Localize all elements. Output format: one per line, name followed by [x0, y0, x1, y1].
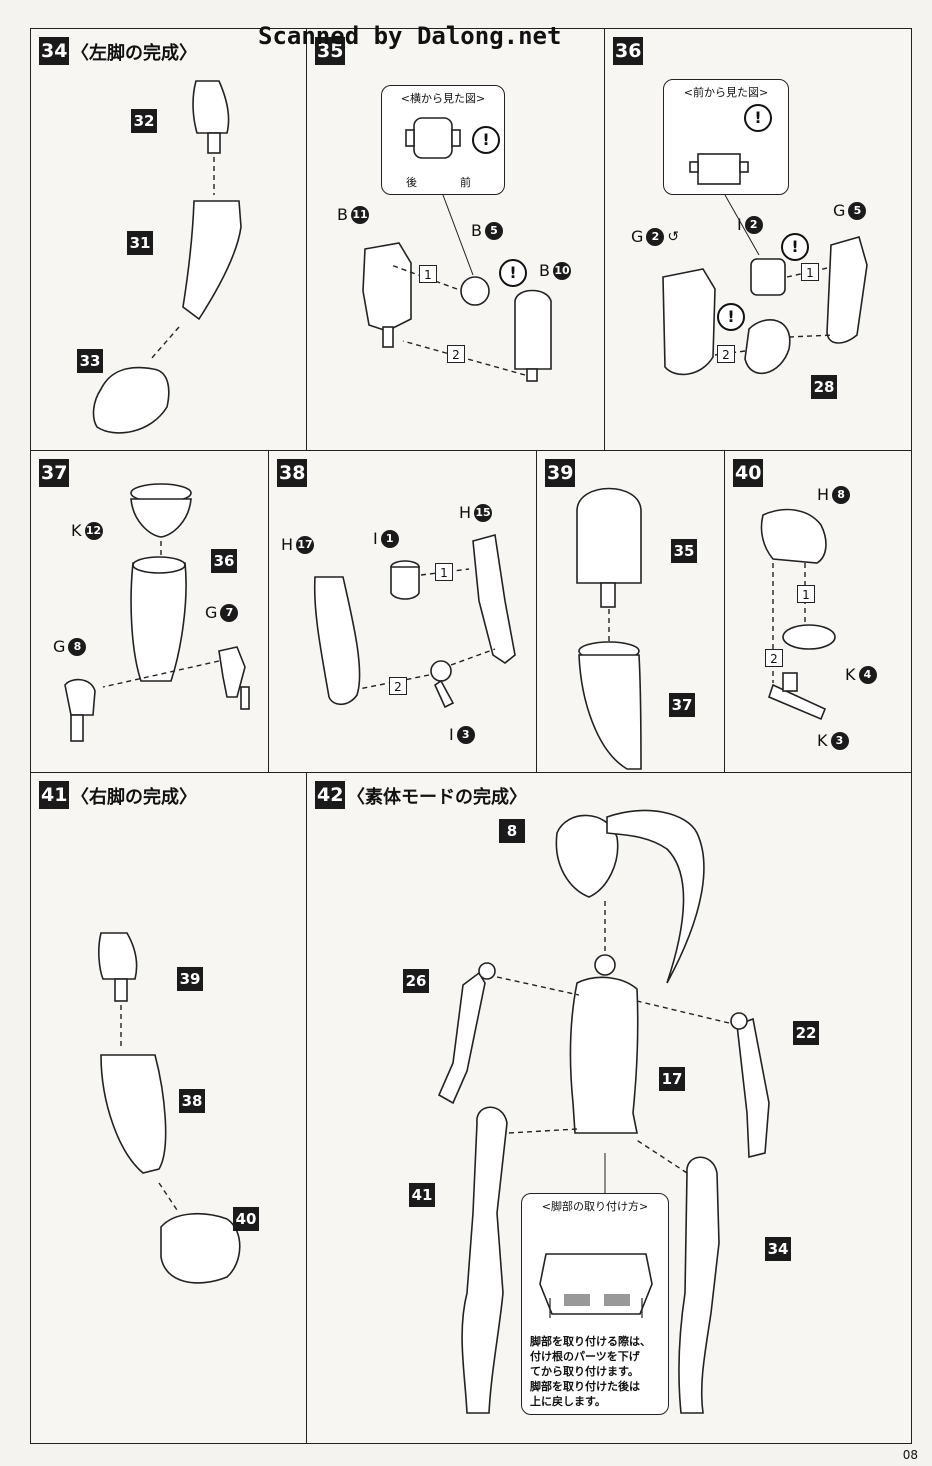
inset-diagram [539, 1253, 653, 1318]
inset-title: <前から見た図> [683, 86, 769, 99]
part-tag-17: 17 [659, 1067, 685, 1091]
step-42-panel: 42 〈素体モードの完成〉 8 26 22 17 41 34 <脚部の取り付け方… [306, 772, 912, 1444]
step-34-title: 〈左脚の完成〉 [71, 43, 197, 64]
part-tag-26: 26 [403, 969, 429, 993]
sequence-1: 1 [419, 265, 437, 283]
part-tag-33: 33 [77, 349, 103, 373]
cement-icon: ↺ [667, 228, 680, 245]
step-34-diagram [92, 80, 242, 434]
part-tag-41: 41 [409, 1183, 435, 1207]
step-42-title: 〈素体モードの完成〉 [347, 787, 527, 808]
step-39-diagram [576, 487, 642, 770]
sequence-2: 2 [389, 677, 407, 695]
step-35-number: 35 [315, 37, 346, 65]
side-view-inset: <横から見た図> ! 後 前 [381, 85, 505, 195]
step-40-number: 40 [733, 459, 764, 487]
step-36-diagram [662, 194, 868, 376]
step-42-diagram [437, 809, 770, 1414]
part-tag-22: 22 [793, 1021, 819, 1045]
page-number: 08 [902, 1448, 918, 1462]
step-34-number: 34 [39, 37, 70, 65]
sequence-1: 1 [435, 563, 453, 581]
sequence-1: 1 [801, 263, 819, 281]
step-38-number: 38 [277, 459, 308, 487]
step-41-diagram [98, 932, 241, 1284]
step-41-panel: 41 〈右脚の完成〉 39 38 40 [30, 772, 308, 1444]
caution-icon: ! [472, 126, 500, 154]
caution-icon: ! [744, 104, 772, 132]
inset-title: <横から見た図> [400, 92, 486, 105]
leg-attachment-inset: <脚部の取り付け方> 脚部を取り付ける際は、 付け根のパーツを下げ てから取り付… [521, 1193, 669, 1415]
sequence-2: 2 [717, 345, 735, 363]
step-39-panel: 39 35 37 [536, 450, 726, 774]
step-34-panel: 34 〈左脚の完成〉 32 31 33 [30, 28, 308, 452]
inset-front-label: 前 [460, 176, 471, 189]
part-tag-31: 31 [127, 231, 153, 255]
part-tag-40: 40 [233, 1207, 259, 1231]
sequence-2: 2 [447, 345, 465, 363]
step-37-diagram [64, 483, 250, 742]
step-38-diagram [313, 533, 516, 709]
part-tag-37: 37 [669, 693, 695, 717]
caution-icon: ! [499, 259, 527, 287]
step-37-number: 37 [39, 459, 70, 487]
part-tag-8: 8 [499, 819, 525, 843]
part-tag-39: 39 [177, 967, 203, 991]
step-39-number: 39 [545, 459, 576, 487]
step-36-number: 36 [613, 37, 644, 65]
part-tag-34: 34 [765, 1237, 791, 1261]
step-35-diagram [362, 194, 552, 382]
step-42-number: 42 [315, 781, 346, 809]
part-tag-35: 35 [671, 539, 697, 563]
part-tag-32: 32 [131, 109, 157, 133]
sequence-2: 2 [765, 649, 783, 667]
part-tag-28: 28 [811, 375, 837, 399]
inset-back-label: 後 [406, 176, 417, 189]
part-tag-36: 36 [211, 549, 237, 573]
sequence-1: 1 [797, 585, 815, 603]
inset-title: <脚部の取り付け方> [541, 1200, 649, 1213]
step-41-number: 41 [39, 781, 70, 809]
caution-icon: ! [717, 303, 745, 331]
leg-attachment-note: 脚部を取り付ける際は、 付け根のパーツを下げ てから取り付けます。 脚部を取り付… [530, 1335, 651, 1408]
caution-icon: ! [781, 233, 809, 261]
front-view-inset: <前から見た図> ! [663, 79, 789, 195]
scan-credit: Scanned by Dalong.net [258, 22, 562, 50]
part-tag-38: 38 [179, 1089, 205, 1113]
step-41-title: 〈右脚の完成〉 [71, 787, 197, 808]
